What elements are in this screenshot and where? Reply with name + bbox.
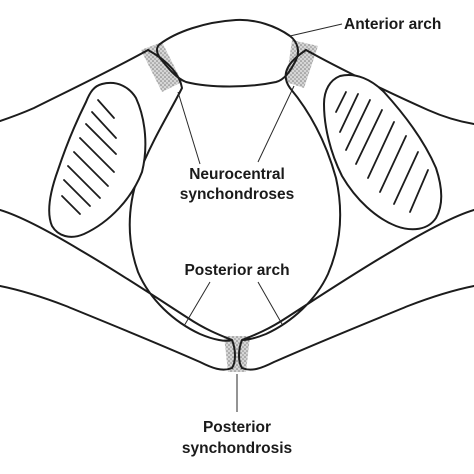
left-facet-hatching (61, 99, 117, 215)
label-neurocentral-line1: Neurocentral (189, 166, 285, 183)
label-posterior-arch: Posterior arch (184, 262, 289, 279)
left-lateral-mass-outline (0, 49, 236, 371)
label-posterior-synchondrosis-line1: Posterior (203, 419, 271, 436)
left-articular-facet (48, 82, 147, 238)
right-articular-facet (323, 74, 443, 231)
anterior-arch-leader (289, 23, 343, 37)
neurocentral-leader-right (257, 85, 295, 163)
posterior-arch-leader-right (257, 281, 283, 325)
right-facet-hatching (335, 91, 429, 213)
neurocentral-leader-left (177, 91, 201, 165)
label-anterior-arch: Anterior arch (344, 16, 441, 33)
label-posterior-synchondrosis-line2: synchondrosis (182, 440, 292, 457)
posterior-arch-leader-left (183, 281, 211, 327)
anterior-arch-outline (156, 18, 299, 88)
posterior-synchondrosis-region (224, 336, 250, 372)
label-neurocentral-line2: synchondroses (180, 186, 295, 203)
left-neurocentral-synchondrosis (141, 42, 182, 92)
right-lateral-mass-outline (238, 49, 474, 371)
